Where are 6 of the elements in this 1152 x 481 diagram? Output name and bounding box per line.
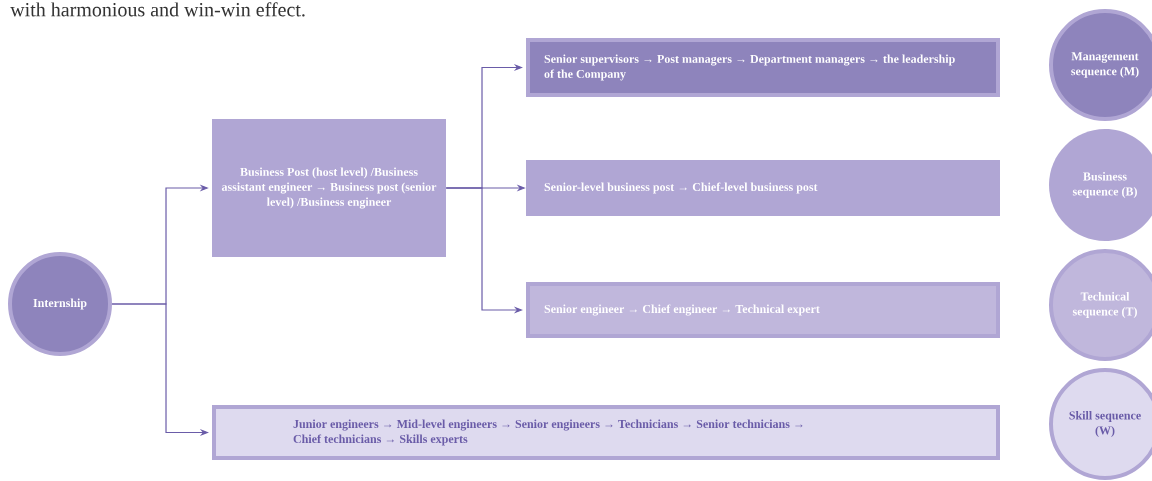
career-path-box: Senior-level business post → Chief-level business post (526, 160, 1000, 216)
career-path-box: Business Post (host level) /Business assistant engineer → Business post (senior level) /Business engineer (212, 119, 446, 257)
career-path-box: Senior engineer → Chief engineer → Technical expert (526, 282, 1000, 338)
career-path-box: Junior engineers → Mid-level engineers → Senior engineers → Technicians → Senior technicians → Chief technicians → Skills experts (212, 405, 1000, 460)
career-path-box: Senior supervisors → Post managers → Department managers → the leadership of the Company (526, 38, 1000, 97)
intro-text: with harmonious and win-win effect. (10, 2, 305, 17)
